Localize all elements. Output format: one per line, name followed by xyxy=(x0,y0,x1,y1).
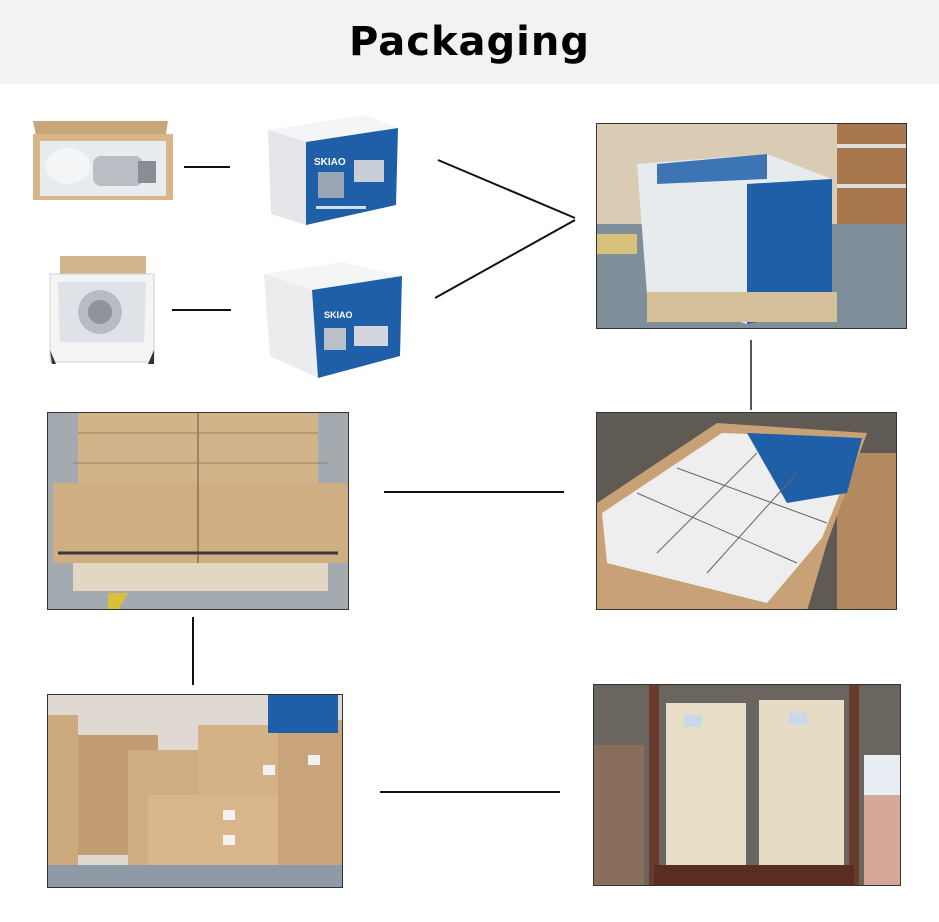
photo-master-carton-filled xyxy=(596,412,897,610)
photo-color-box-starter: SKIAO xyxy=(266,110,401,226)
photo-open-box-starter xyxy=(28,116,178,202)
photo-open-box-alternator xyxy=(48,254,158,364)
converging-lines xyxy=(434,159,576,299)
connector-line xyxy=(192,617,194,685)
connector-line xyxy=(380,791,560,793)
photo-pallet-color-boxes xyxy=(596,123,907,329)
connector-line xyxy=(750,340,752,410)
connector-line xyxy=(384,491,564,493)
photo-container-loading xyxy=(593,684,901,886)
photo-warehouse-stock xyxy=(47,694,343,888)
svg-text:SKIAO: SKIAO xyxy=(314,157,346,168)
connector-line xyxy=(172,309,231,311)
header-band xyxy=(0,0,939,84)
svg-text:SKIAO: SKIAO xyxy=(324,310,353,320)
connector-line xyxy=(184,166,230,168)
photo-palletized-cartons xyxy=(47,412,349,610)
photo-color-box-alternator: SKIAO xyxy=(262,260,404,380)
page-title: Packaging xyxy=(349,19,590,65)
